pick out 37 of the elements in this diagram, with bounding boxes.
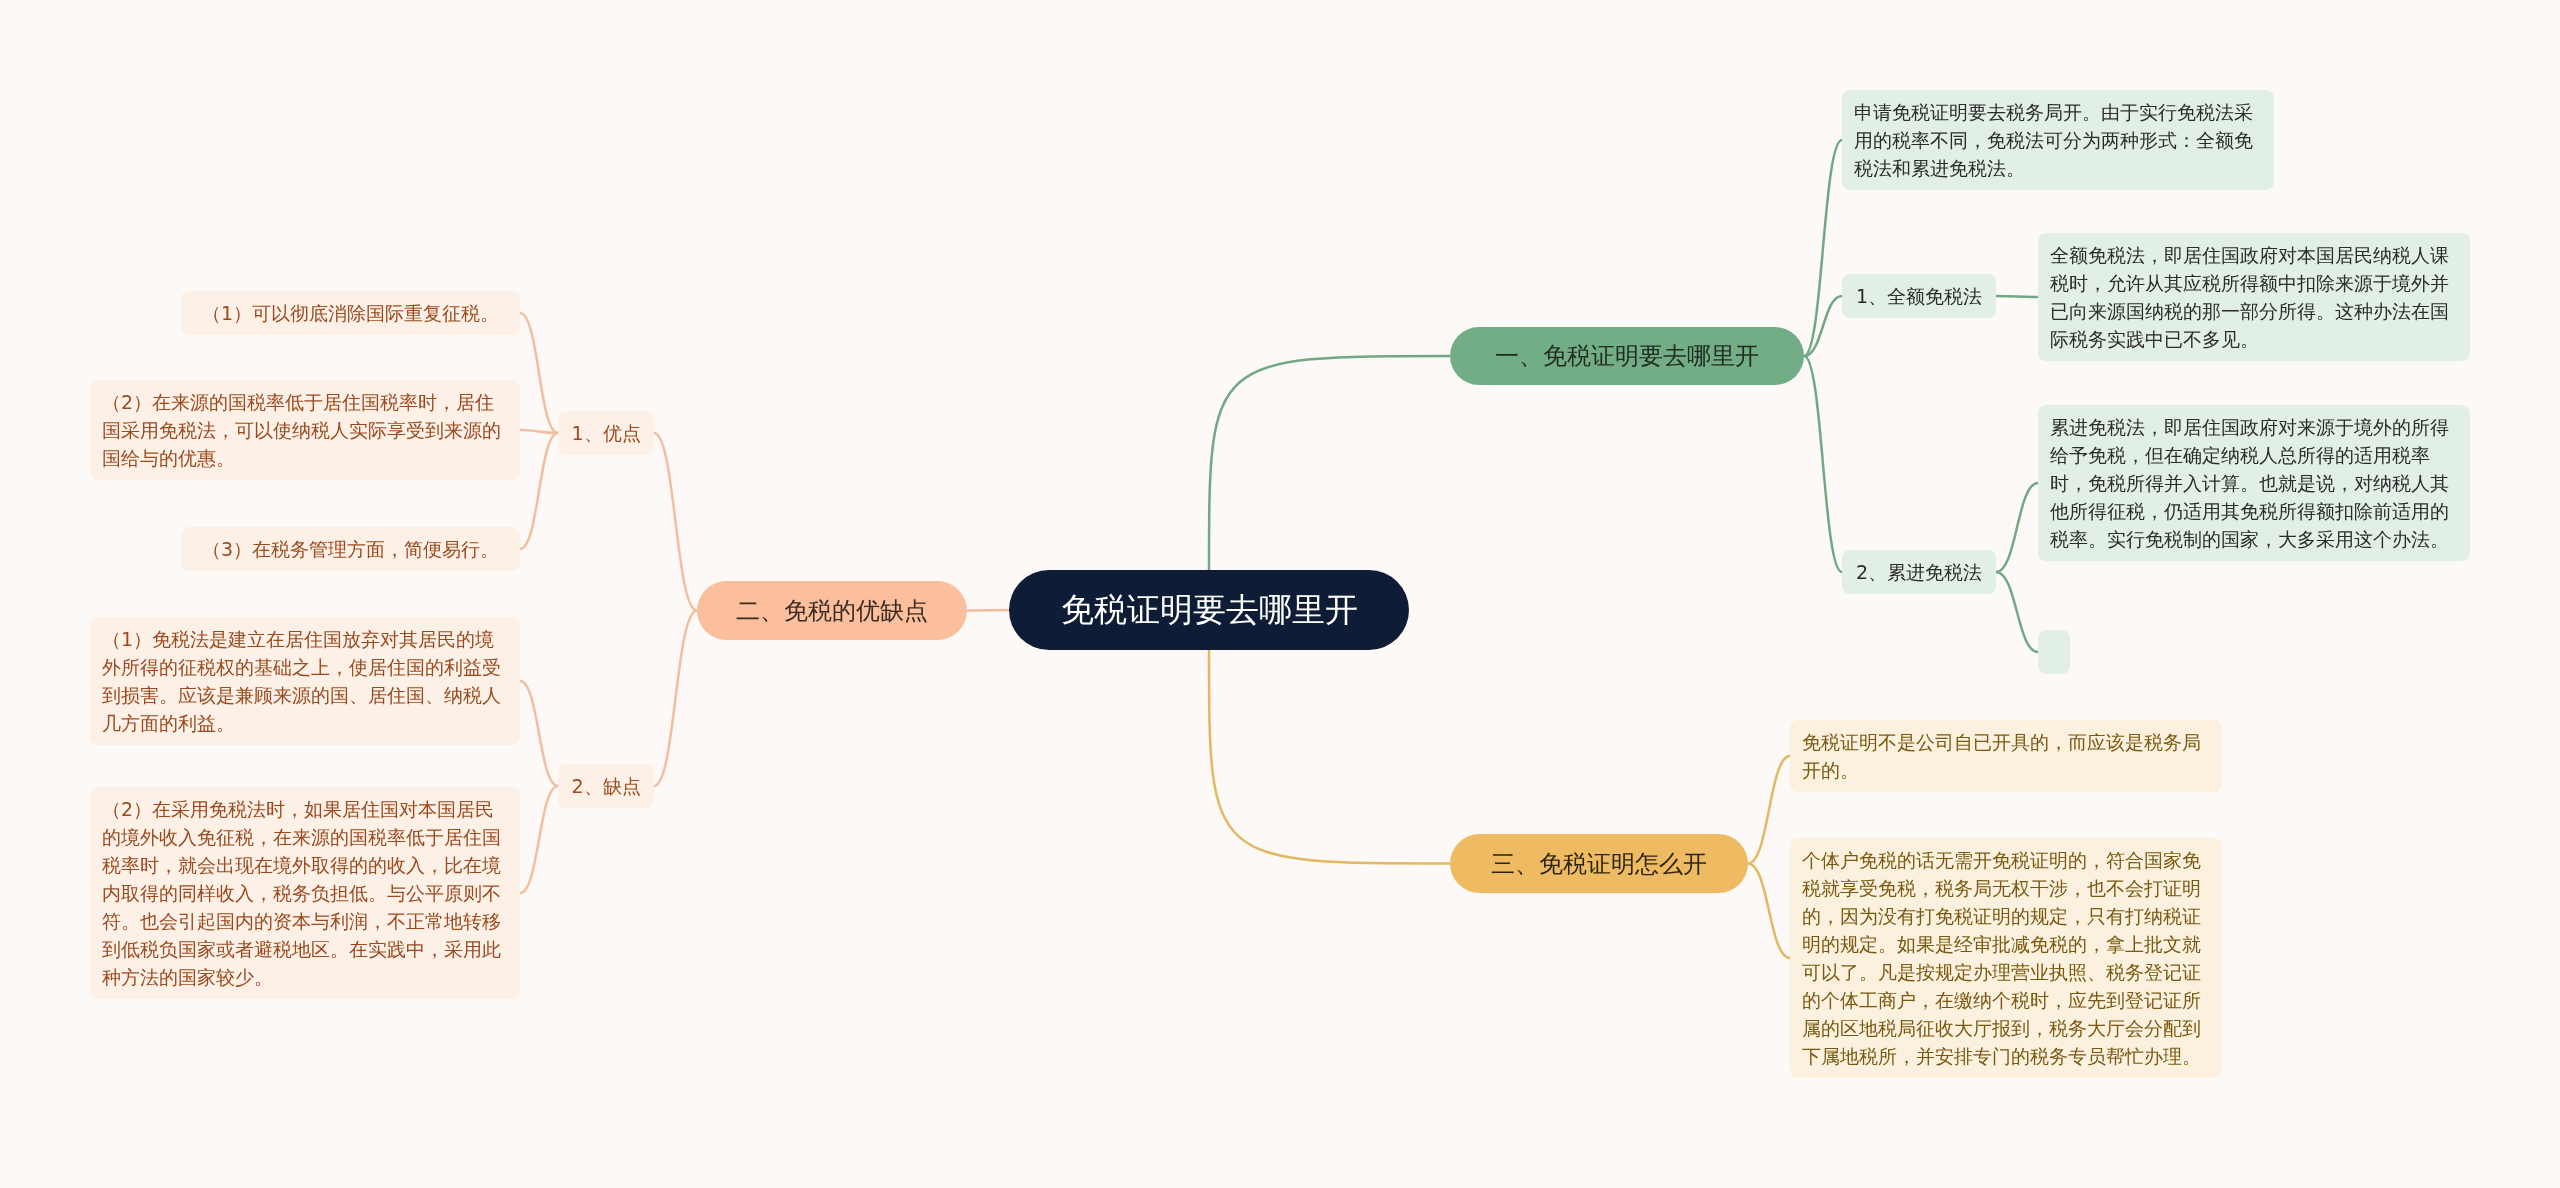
leaf-note: （1）可以彻底消除国际重复征税。 [181, 291, 520, 335]
connector-line [1747, 754, 1791, 865]
leaf-note: （2）在采用免税法时，如果居住国对本国居民的境外收入免征税，在来源的国税率低于居住国税率时，就会出现在境外取得的的收入，比在境内取得的同样收入，税务负担低。与公平原则不符。也会引起国内的资本与利润，不正常地转移到低税负国家或者避税地区。在实践中，采用此种方法的国家较少。 [90, 787, 520, 999]
connector-line [520, 428, 558, 435]
empty-box [2038, 630, 2070, 674]
subtopic: 1、优点 [558, 411, 654, 455]
subtopic: 1、全额免税法 [1842, 274, 1996, 318]
central-topic: 免税证明要去哪里开 [1009, 570, 1409, 650]
leaf-note: 累进免税法，即居住国政府对来源于境外的所得给予免税，但在确定纳税人总所得的适用税率时，免税所得并入计算。也就是说，对纳税人其他所得征税，仍适用其免税所得额扣除前适用的税率。实行免税制的国家，大多采用这个办法。 [2038, 405, 2470, 561]
leaf-note: 全额免税法，即居住国政府对本国居民纳税人课税时，允许从其应税所得额中扣除来源于境外并已向来源国纳税的那一部分所得。这种办法在国际税务实践中已不多见。 [2038, 233, 2470, 361]
connector-line [653, 609, 698, 788]
branch-topic: 一、免税证明要去哪里开 [1450, 327, 1804, 385]
leaf-note: 个体户免税的话无需开免税证明的，符合国家免税就享受免税，税务局无权干涉，也不会打证明的，因为没有打免税证明的规定，只有打纳税证明的规定。如果是经审批减免税的，拿上批文就可以了。凡是按规定办理营业执照、税务登记证的个体工商户，在缴纳个税时，应先到登记证所属的区地税局征收大厅报到，税务大厅会分配到下属地税所，并安排专门的税务专员帮忙办理。 [1790, 838, 2222, 1078]
connector-line [519, 431, 559, 551]
subtopic: 2、缺点 [558, 764, 654, 808]
connector-line [653, 431, 698, 612]
connector-line [519, 679, 559, 788]
connector-line [1747, 862, 1791, 960]
connector-line [1995, 570, 2039, 654]
connector-line [519, 784, 559, 895]
connector-line [1995, 481, 2039, 574]
connector-line [1803, 355, 1843, 573]
branch-topic: 二、免税的优缺点 [697, 581, 967, 640]
connector-line [519, 311, 559, 435]
subtopic: 2、累进免税法 [1842, 550, 1996, 594]
connector-line [1803, 294, 1843, 358]
leaf-note: 免税证明不是公司自已开具的，而应该是税务局开的。 [1790, 720, 2222, 792]
leaf-note: （3）在税务管理方面，简便易行。 [181, 527, 520, 571]
connector-line [1996, 294, 2038, 299]
branch-topic: 三、免税证明怎么开 [1450, 834, 1748, 893]
leaf-note: （2）在来源的国税率低于居住国税率时，居住国采用免税法，可以使纳税人实际享受到来源的国给与的优惠。 [90, 380, 520, 480]
connector-line [1803, 139, 1843, 357]
leaf-note: 申请免税证明要去税务局开。由于实行免税法采用的税率不同，免税法可分为两种形式：全额免税法和累进免税法。 [1842, 90, 2274, 190]
connector-line [967, 608, 1009, 612]
leaf-note: （1）免税法是建立在居住国放弃对其居民的境外所得的征税权的基础之上，使居住国的利益受到损害。应该是兼顾来源的国、居住国、纳税人几方面的利益。 [90, 617, 520, 745]
connector-line [1207, 354, 1450, 570]
connector-line [1207, 650, 1450, 865]
